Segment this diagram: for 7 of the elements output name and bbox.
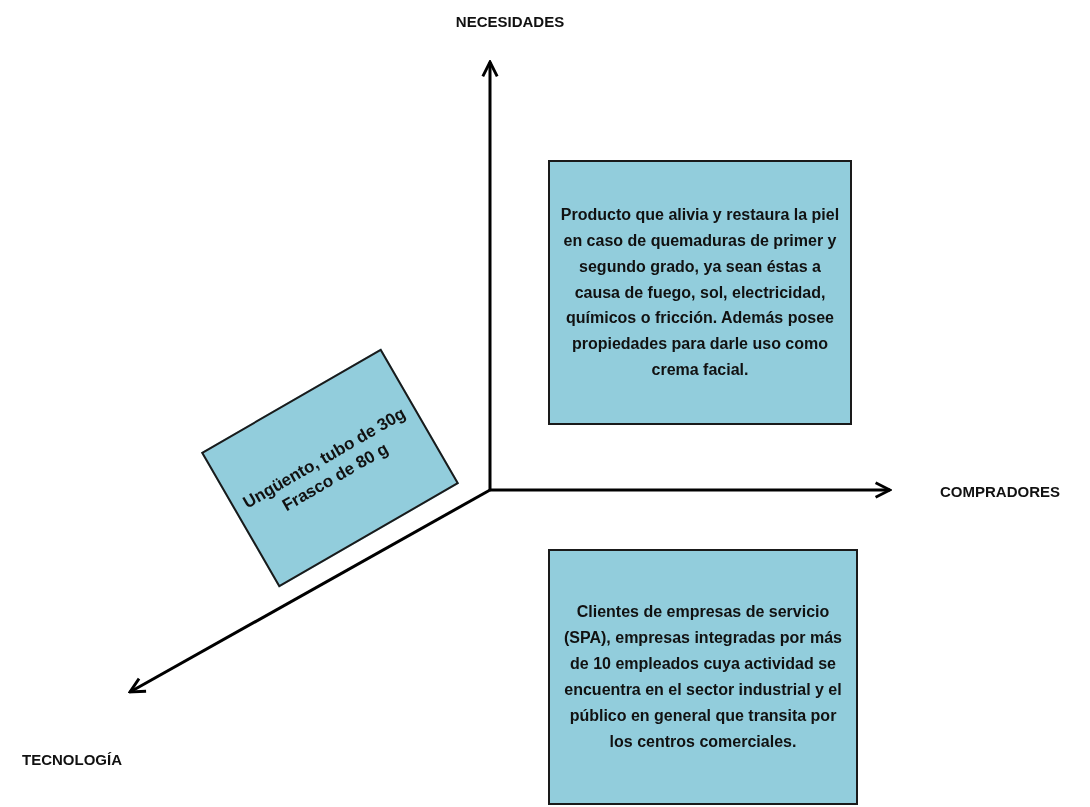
box-text: Producto que alivia y restaura la piel en caso de quemaduras de primer y segundo grado, ya sean éstas a causa de fuego, sol, electricidad, químicos o fricción. Además posee propiedades para darle uso como crema facial. [559,204,841,381]
box-text: Clientes de empresas de servicio (SPA), empresas integradas por más de 10 empleados cuya actividad se encuentra en el sector industrial y el público en general que transita por los centros comerciales. [563,602,843,752]
text-box [548,160,852,425]
text-box [548,549,858,805]
axis-label: NECESIDADES [455,13,565,30]
axis-label: COMPRADORES [940,483,1060,500]
axis-label: TECNOLOGÍA [22,751,122,768]
